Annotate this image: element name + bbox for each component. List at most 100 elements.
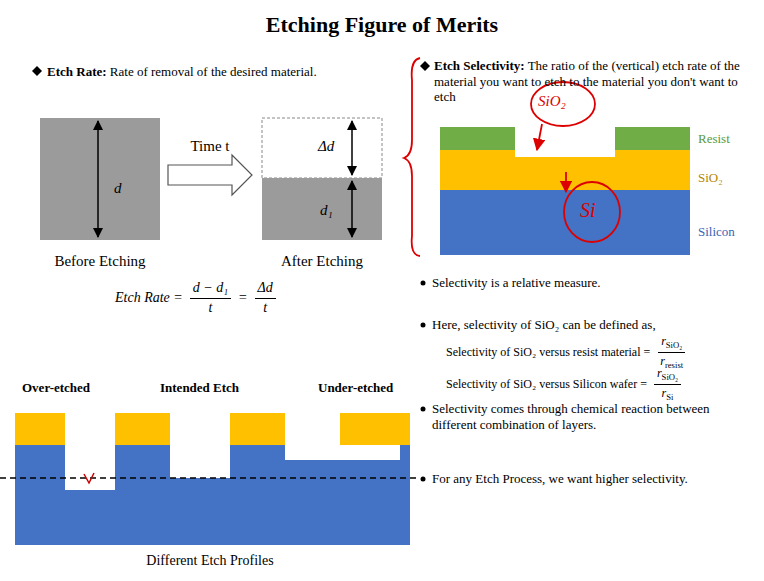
numerator: rSiO₂ [654,366,681,385]
space [525,58,528,73]
figure-box: Δd d₁ [262,118,382,240]
text-label: SiO₂ [666,340,682,350]
handwritten-arrow [537,124,542,150]
mask-layer [115,413,170,445]
text-label: r [657,366,662,380]
text-label: Selectivity of SiO₂ versus resist materi… [446,345,650,359]
figure-label: Δd [318,138,334,155]
bullet-dot [421,477,426,482]
dimension-arrow [351,181,353,237]
text-label: t [263,300,267,315]
profile-label: Under-etched [318,380,393,395]
text-label: SiO₂ [662,372,678,382]
resist-layer [615,127,690,150]
figure-label: Time t [166,138,254,155]
text-group: Si [580,198,596,222]
text-group: For any Etch Process, we want higher sel… [432,471,747,487]
text-group: After Etching [252,252,392,270]
denominator: t [205,299,215,317]
bullet-diamond [32,66,42,76]
text-group: Here, selectivity of SiO₂ can be defined… [432,317,742,333]
fraction: d − d₁ t [190,280,231,317]
resist-layer [440,127,515,150]
layer-label: SiO₂ [698,170,723,185]
text-label: Δd [258,280,273,295]
text-group: Before Etching [30,252,170,270]
text-label: Etch Selectivity: [434,58,525,73]
text-group: Selectivity comes through chemical react… [432,401,747,432]
dimension-arrow [351,121,353,175]
handwritten-note: SiO₂ [538,93,566,109]
text-group: Etch Rate = d − d₁ t = Δd t [112,280,280,317]
removed-region [262,118,382,178]
text-label: Selectivity comes through chemical react… [432,401,710,432]
denominator: t [260,299,270,317]
text-group: Over-etched [22,380,90,396]
text-group: SiO₂ [698,170,723,186]
text-group: Etch Selectivity: The ratio of the (vert… [434,58,749,105]
handwritten-circle [531,82,595,126]
handwritten-note: Si [580,199,596,221]
text-label: Etch Rate: [47,64,107,79]
text-label: For any Etch Process, we want higher sel… [432,471,688,486]
caption: After Etching [281,253,363,269]
text-group: Intended Etch [160,380,239,396]
etched-trench [285,445,340,460]
text-group: Selectivity is a relative measure. [432,275,742,291]
numerator: Δd [255,280,276,299]
dimension-arrow [97,121,99,237]
figure-box: d [40,118,160,240]
text-group: Silicon [698,224,735,240]
bullet-diamond [420,61,430,71]
mask-layer [230,413,285,445]
profile-label: Intended Etch [160,380,239,395]
text-label: t [208,300,212,315]
text-label: Selectivity of SiO₂ versus Silicon wafer… [446,377,647,391]
fraction: rSiO₂rSi [654,366,681,403]
text-label: Here, selectivity of SiO₂ can be defined… [432,317,656,332]
text-label: = [238,290,247,307]
text-group: Etch Rate: Rate of removal of the desire… [47,64,397,80]
mask-layer [15,413,65,445]
numerator: d − d₁ [190,280,231,299]
denominator: rSi [659,385,677,403]
profile-label: Over-etched [22,380,90,395]
text-label: Rate of removal of the desired material. [110,64,317,79]
figure-box: Time t [166,136,256,200]
material-block [262,178,382,240]
text-group: SiO₂ [538,92,566,110]
text-group: Selectivity of SiO₂ versus Silicon wafer… [443,366,685,403]
caption: Different Etch Profiles [146,553,273,568]
handwritten-mark [84,473,94,483]
target-depth-line [0,477,420,479]
bullet-dot [421,281,426,286]
mask-layer [340,413,410,445]
silicon-substrate [15,445,410,545]
figure-label: d₁ [320,202,333,219]
text-label: r [661,334,666,348]
oxide-layer [440,150,690,190]
text-label: d − d₁ [193,280,228,295]
block-arrow [168,155,252,195]
text-label: Selectivity is a relative measure. [432,275,601,290]
bracket [404,58,420,256]
text-group: Resist [698,131,730,147]
figure-label: d [114,180,122,197]
bullet-dot [421,323,426,328]
text-label: Si [666,392,673,402]
etched-trench [170,445,230,478]
layer-label: Resist [698,131,730,146]
text-group: Different Etch Profiles [100,553,320,570]
material-block [40,118,160,240]
caption: Before Etching [54,253,145,269]
slide-title: Etching Figure of Merits [0,12,764,38]
space [107,64,110,79]
handwritten-arrow [565,172,567,192]
layer-label: Silicon [698,224,735,239]
text-label: Etch Rate = [115,290,183,307]
text-group: Under-etched [318,380,393,396]
handwritten-circle [564,182,620,242]
text-label: r [662,386,667,400]
bullet-dot [421,407,426,412]
fraction: Δd t [255,280,276,317]
